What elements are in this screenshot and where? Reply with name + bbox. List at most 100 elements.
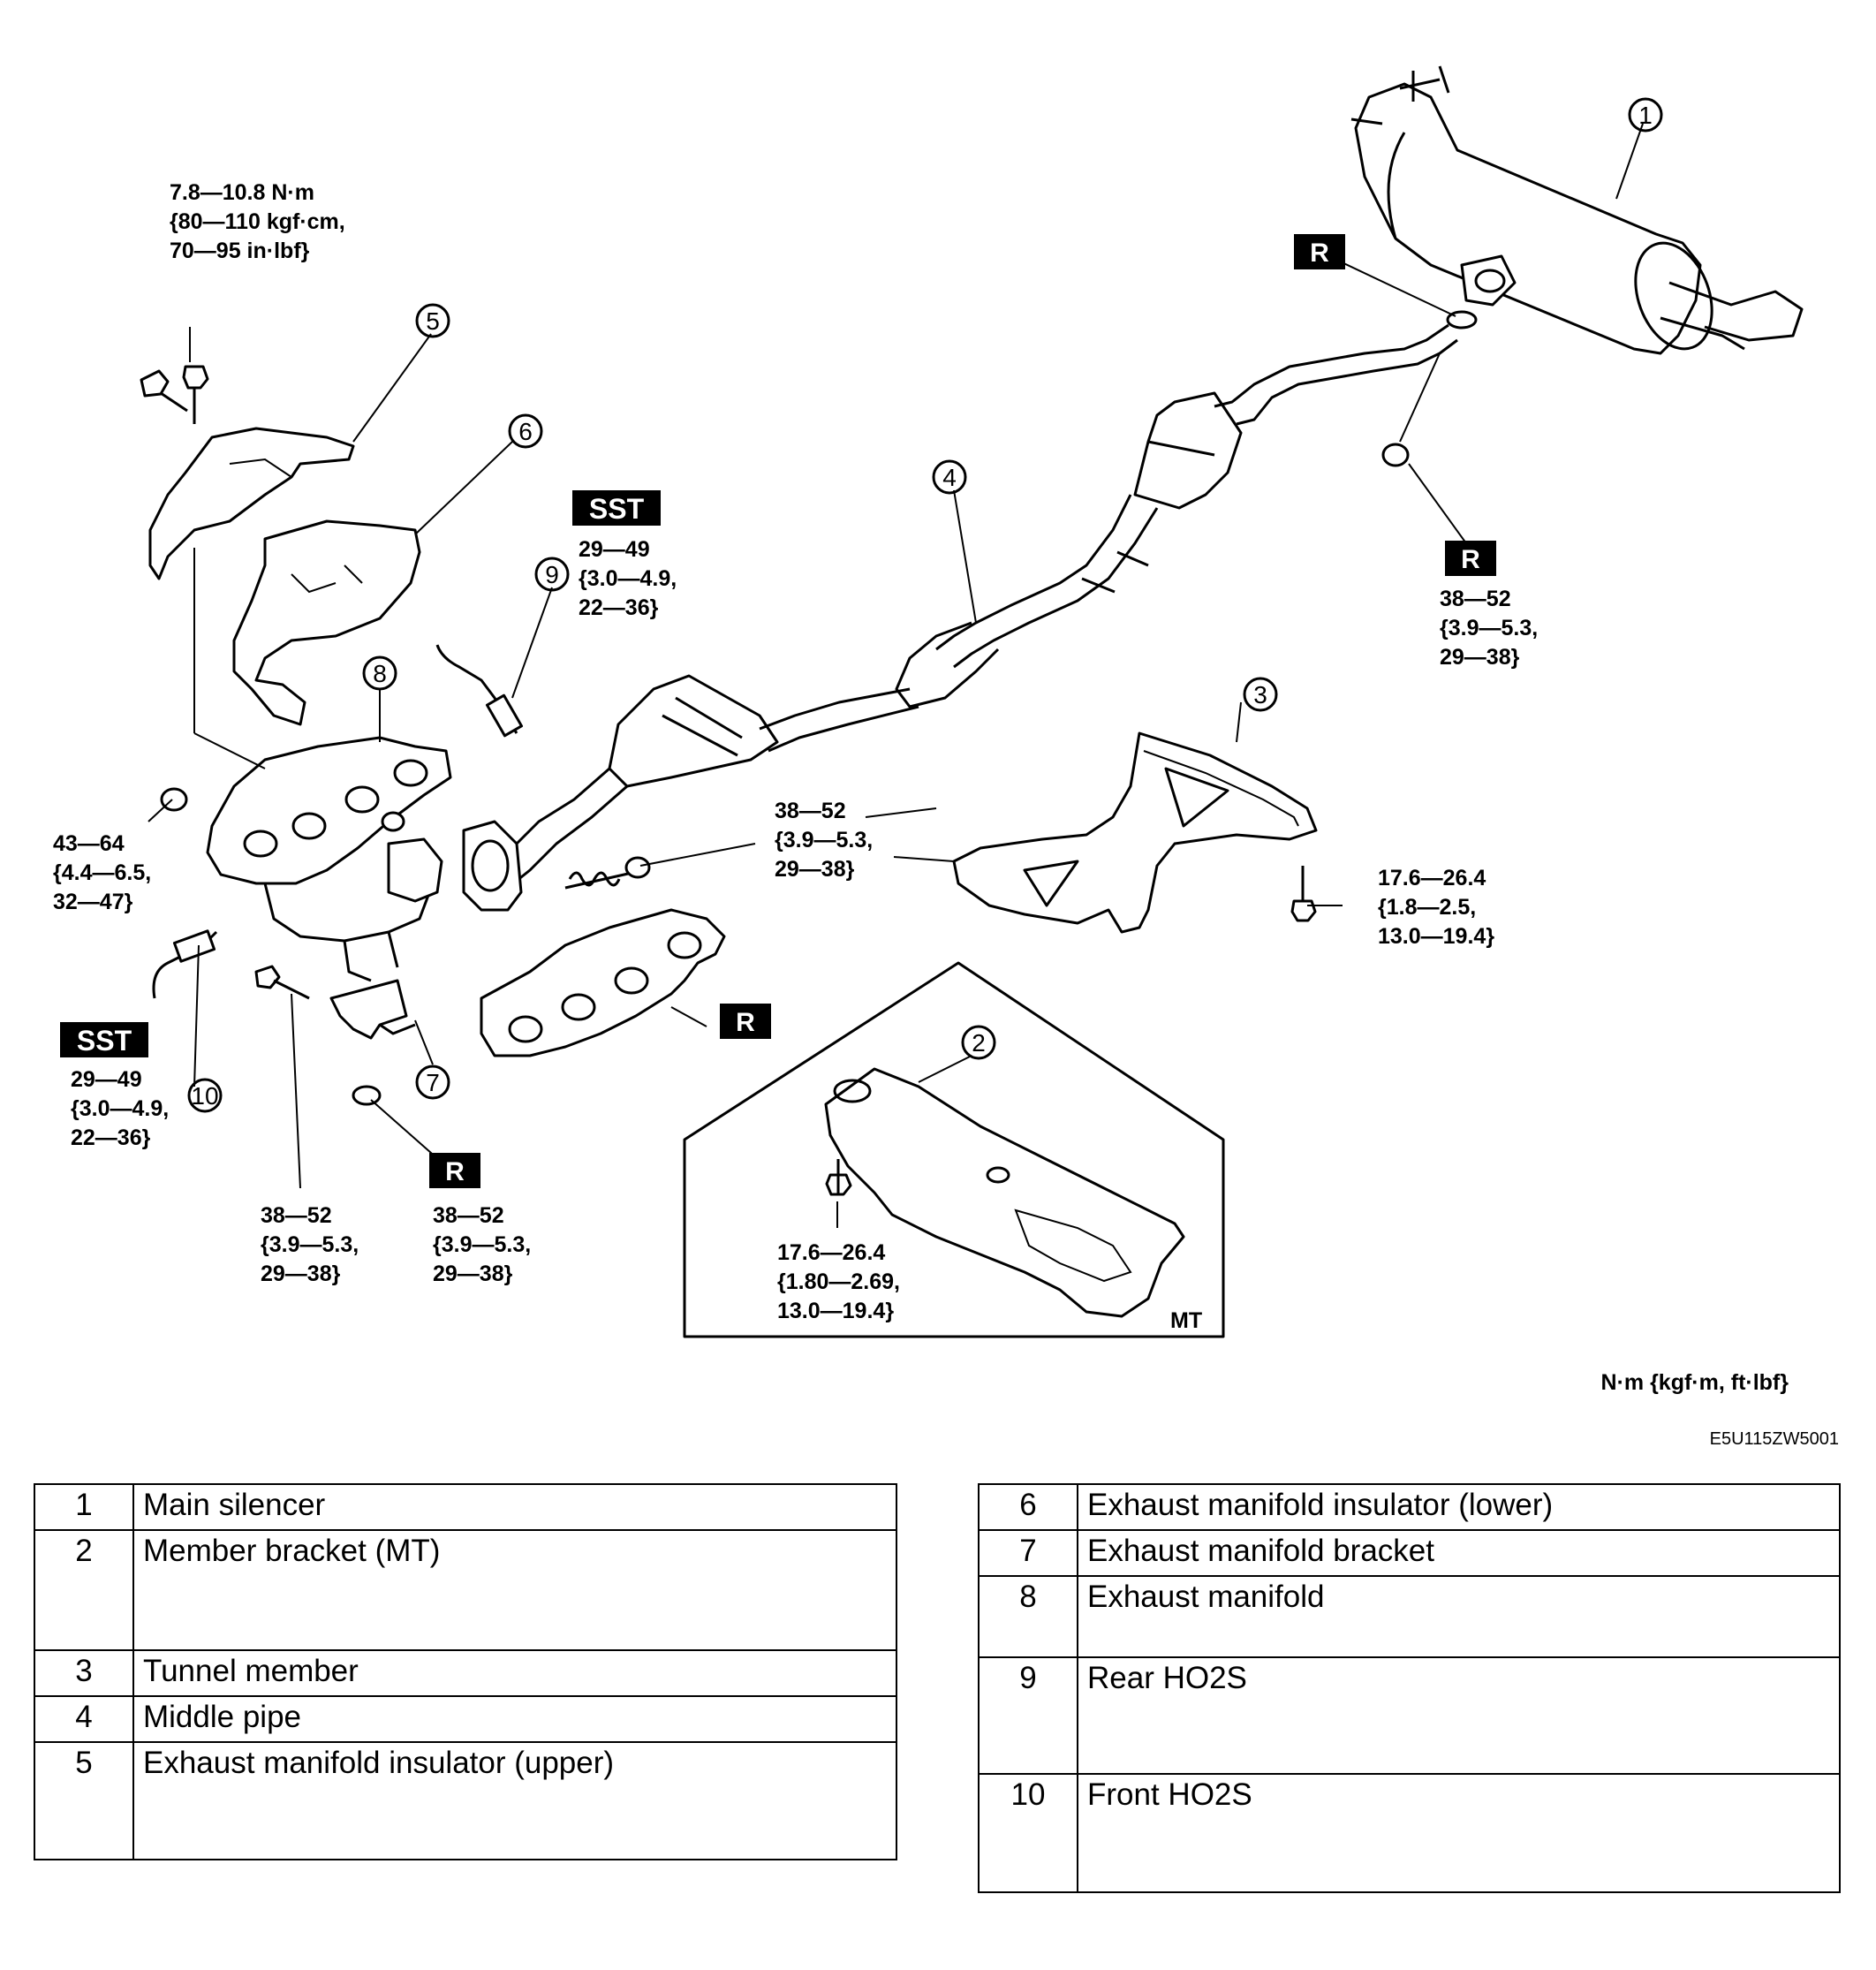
part-name: Middle pipe — [132, 1695, 897, 1743]
svg-text:29—38}: 29—38} — [1440, 645, 1520, 670]
part-number: 6 — [978, 1483, 1078, 1531]
torque-tunnel: 17.6—26.4 {1.8—2.5, 13.0—19.4} — [1378, 866, 1494, 949]
svg-text:32—47}: 32—47} — [53, 890, 133, 914]
torque-nut-1: 38—52 {3.9—5.3, 29—38} — [1440, 587, 1538, 670]
part-name: Front HO2S — [1077, 1773, 1841, 1893]
mt-inset — [683, 961, 1225, 1338]
tag-r-silencer: R — [1294, 234, 1345, 269]
svg-text:{1.8—2.5,: {1.8—2.5, — [1378, 895, 1476, 920]
svg-text:SST: SST — [589, 493, 645, 525]
exhaust-manifold-insulator-lower — [232, 519, 421, 726]
svg-text:R: R — [1310, 239, 1329, 268]
torque-sst-10: 29—49 {3.0—4.9, 22—36} — [71, 1067, 169, 1150]
svg-text:1: 1 — [1638, 102, 1653, 129]
callout-4: 4 — [932, 459, 967, 495]
svg-text:38—52: 38—52 — [1440, 587, 1511, 611]
exhaust-manifold-bracket — [329, 979, 416, 1040]
part-number: 10 — [978, 1773, 1078, 1893]
legend-table-right: 6 Exhaust manifold insulator (lower) 7 E… — [978, 1483, 1841, 1893]
svg-text:29—38}: 29—38} — [261, 1262, 341, 1286]
callout-7: 7 — [415, 1065, 450, 1100]
svg-text:4: 4 — [942, 464, 957, 491]
svg-text:29—49: 29—49 — [579, 537, 650, 562]
torque-bracket: 38—52 {3.9—5.3, 29—38} — [261, 1203, 359, 1286]
torque-r-7: 38—52 {3.9—5.3, 29—38} — [433, 1203, 531, 1286]
svg-text:6: 6 — [518, 418, 533, 445]
mt-label: MT — [1170, 1308, 1202, 1333]
middle-pipe — [462, 323, 1458, 912]
svg-text:22—36}: 22—36} — [579, 595, 659, 620]
part-number: 7 — [978, 1529, 1078, 1577]
spring-bolts — [564, 856, 651, 890]
member-bracket — [824, 1067, 1185, 1318]
callout-10: 10 — [187, 1078, 223, 1113]
svg-text:R: R — [1461, 545, 1480, 574]
svg-text:2: 2 — [972, 1029, 986, 1057]
callout-8: 8 — [362, 655, 397, 691]
exhaust-manifold — [206, 736, 452, 982]
svg-text:10: 10 — [191, 1082, 218, 1110]
callout-2: 2 — [961, 1025, 996, 1060]
part-number: 1 — [34, 1483, 134, 1531]
part-name: Exhaust manifold insulator (lower) — [1077, 1483, 1841, 1531]
callout-6: 6 — [508, 413, 543, 449]
part-number: 9 — [978, 1656, 1078, 1775]
part-number: 2 — [34, 1529, 134, 1651]
torque-middle-pipe: 38—52 {3.9—5.3, 29—38} — [775, 799, 873, 882]
svg-text:{3.9—5.3,: {3.9—5.3, — [261, 1232, 359, 1257]
svg-text:17.6—26.4: 17.6—26.4 — [777, 1240, 885, 1265]
svg-text:{3.9—5.3,: {3.9—5.3, — [775, 828, 873, 852]
svg-text:5: 5 — [426, 307, 440, 335]
svg-text:3: 3 — [1253, 681, 1267, 708]
callout-9: 9 — [534, 557, 570, 592]
bolts — [140, 365, 1317, 1106]
part-number: 8 — [978, 1575, 1078, 1658]
part-number: 5 — [34, 1741, 134, 1860]
table-row: 5 Exhaust manifold insulator (upper) — [34, 1741, 897, 1860]
svg-text:7.8—10.8 N·m: 7.8—10.8 N·m — [170, 180, 314, 205]
table-row: 9 Rear HO2S — [978, 1656, 1841, 1775]
callout-1: 1 — [1628, 97, 1663, 133]
part-name: Member bracket (MT) — [132, 1529, 897, 1651]
svg-text:38—52: 38—52 — [261, 1203, 332, 1228]
front-ho2s — [152, 929, 218, 999]
part-number: 3 — [34, 1649, 134, 1697]
table-row: 6 Exhaust manifold insulator (lower) — [978, 1483, 1841, 1531]
part-number: 4 — [34, 1695, 134, 1743]
svg-text:13.0—19.4}: 13.0—19.4} — [1378, 924, 1494, 949]
svg-text:29—49: 29—49 — [71, 1067, 142, 1092]
svg-text:38—52: 38—52 — [775, 799, 846, 823]
svg-text:{1.80—2.69,: {1.80—2.69, — [777, 1269, 900, 1294]
svg-text:17.6—26.4: 17.6—26.4 — [1378, 866, 1486, 890]
part-name: Rear HO2S — [1077, 1656, 1841, 1775]
svg-text:29—38}: 29—38} — [775, 857, 855, 882]
torque-mt: 17.6—26.4 {1.80—2.69, 13.0—19.4} — [777, 1240, 900, 1323]
units-note: N·m {kgf·m, ft·lbf} — [1601, 1370, 1789, 1395]
svg-text:43—64: 43—64 — [53, 831, 125, 856]
tunnel-member — [952, 731, 1318, 934]
svg-text:{3.9—5.3,: {3.9—5.3, — [433, 1232, 531, 1257]
table-row: 8 Exhaust manifold — [978, 1575, 1841, 1658]
leader-lines — [148, 123, 1644, 1228]
gasket-silencer — [1446, 310, 1478, 330]
main-silencer — [1350, 65, 1804, 355]
table-row: 4 Middle pipe — [34, 1695, 897, 1743]
part-name: Exhaust manifold insulator (upper) — [132, 1741, 897, 1860]
part-name: Exhaust manifold bracket — [1077, 1529, 1841, 1577]
svg-text:9: 9 — [545, 561, 559, 588]
svg-text:R: R — [736, 1008, 755, 1037]
torque-sst-9: 29—49 {3.0—4.9, 22—36} — [579, 537, 677, 620]
callout-5: 5 — [415, 303, 450, 338]
part-name: Main silencer — [132, 1483, 897, 1531]
table-row: 1 Main silencer — [34, 1483, 897, 1531]
exhaust-system-diagram: 1 5 6 4 9 8 3 2 7 10 R R SST SST R R MT … — [53, 65, 1839, 1449]
svg-text:7: 7 — [426, 1069, 440, 1096]
tag-sst-front: SST — [60, 1022, 148, 1057]
figure-code: E5U115ZW5001 — [1710, 1429, 1839, 1449]
svg-text:29—38}: 29—38} — [433, 1262, 513, 1286]
tag-r-bracket: R — [429, 1153, 480, 1188]
svg-text:R: R — [445, 1157, 465, 1186]
callouts: 1 5 6 4 9 8 3 2 7 10 — [187, 97, 1663, 1113]
table-row: 7 Exhaust manifold bracket — [978, 1529, 1841, 1577]
nut-manifold — [381, 811, 405, 832]
